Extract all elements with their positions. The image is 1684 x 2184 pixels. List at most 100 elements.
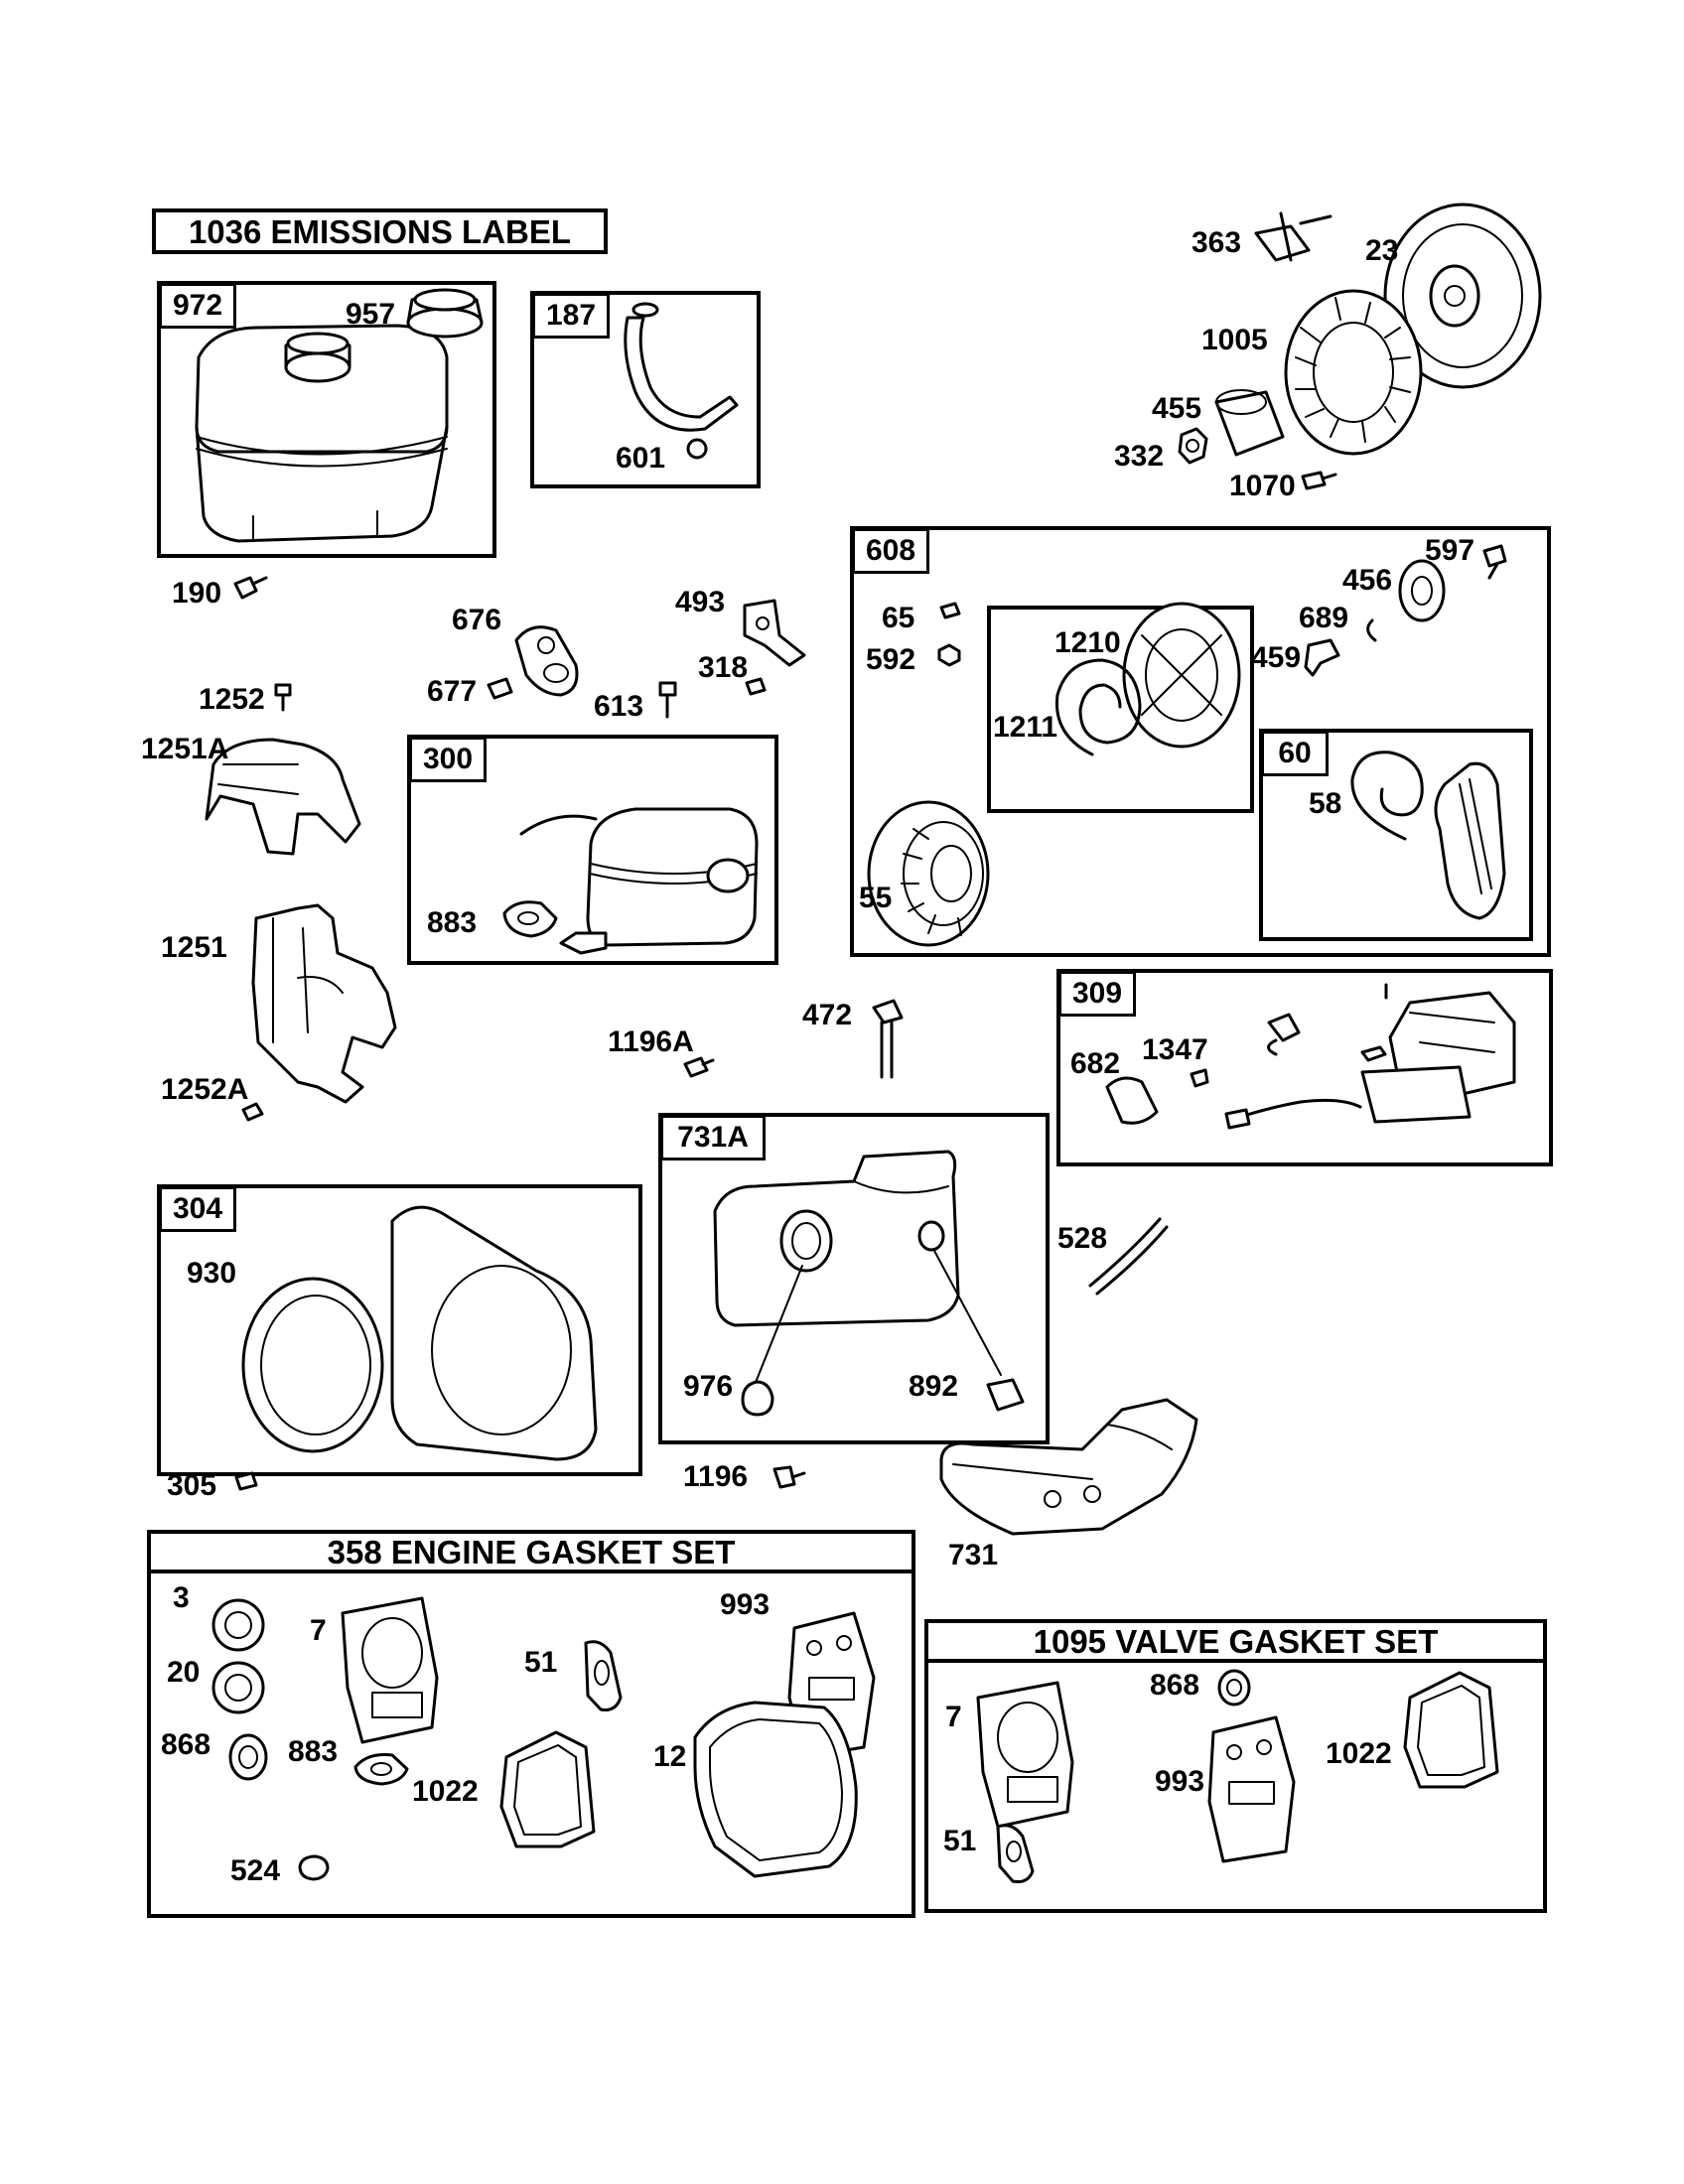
bracket-493-illustration xyxy=(743,599,806,667)
plug-524-illustration xyxy=(298,1854,330,1881)
engine-gasket-label-993: 993 xyxy=(720,1588,771,1621)
part-label-883: 883 xyxy=(427,906,478,939)
part-label-1005: 1005 xyxy=(1201,324,1268,356)
emissions-label-frame xyxy=(152,208,608,254)
part-label-676: 676 xyxy=(452,604,502,636)
screw-318-illustration xyxy=(745,677,767,696)
gasket-12-illustration xyxy=(693,1701,858,1878)
shroud-1251a-illustration xyxy=(205,738,361,856)
box-tag-60: 60 xyxy=(1261,731,1329,776)
part-label-957: 957 xyxy=(346,298,396,331)
box-300-frame xyxy=(407,735,778,965)
part-label-892: 892 xyxy=(909,1370,959,1403)
pulley-1210-illustration xyxy=(1122,602,1241,749)
fuel-tank-731a-illustration xyxy=(713,1150,1002,1386)
part-label-592: 592 xyxy=(866,643,916,676)
fuel-cap-957-illustration xyxy=(406,288,484,339)
valve-gasket-label-7: 7 xyxy=(945,1701,962,1733)
nut-332-illustration xyxy=(1178,427,1208,465)
box-tag-304: 304 xyxy=(159,1186,236,1232)
seal-868-valve-illustration xyxy=(1217,1669,1251,1706)
muffler-300-illustration xyxy=(519,807,759,955)
box-tag-972: 972 xyxy=(159,283,236,329)
engine-gasket-label-3: 3 xyxy=(173,1581,190,1614)
part-label-65: 65 xyxy=(882,602,915,634)
rectifier-309-illustration xyxy=(1224,983,1516,1130)
box-608-frame xyxy=(850,526,1551,957)
valve-gasket-set-frame xyxy=(924,1619,1547,1913)
cap-976-illustration xyxy=(741,1380,774,1417)
seal-20-illustration xyxy=(211,1661,265,1714)
box-1210-inner-frame xyxy=(987,606,1254,813)
screen-930-illustration xyxy=(241,1277,384,1453)
base-shroud-1251-illustration xyxy=(251,903,397,1104)
engine-gasket-label-524: 524 xyxy=(230,1854,281,1887)
fuel-tank-illustration xyxy=(195,324,449,543)
engine-gasket-label-20: 20 xyxy=(167,1656,201,1689)
part-label-456: 456 xyxy=(1342,564,1393,597)
part-label-689: 689 xyxy=(1299,602,1349,634)
part-label-459: 459 xyxy=(1251,641,1302,674)
gasket-7-engine-illustration xyxy=(341,1596,439,1744)
nut-592-illustration xyxy=(937,643,961,667)
engine-gasket-label-7: 7 xyxy=(310,1614,327,1647)
armature-363-illustration xyxy=(1254,211,1333,262)
valve-gasket-set-header: 1095 VALVE GASKET SET xyxy=(1033,1623,1439,1660)
part-label-1251: 1251 xyxy=(161,931,227,964)
part-label-1252: 1252 xyxy=(199,683,265,716)
part-label-305: 305 xyxy=(167,1469,217,1502)
gasket-883-muffler-illustration xyxy=(502,900,558,938)
part-label-318: 318 xyxy=(698,651,749,684)
guard-731-illustration xyxy=(939,1398,1198,1536)
gasket-7-valve-illustration xyxy=(976,1681,1074,1829)
fuel-line-illustration xyxy=(624,302,739,460)
emissions-label-header: 1036 EMISSIONS LABEL xyxy=(188,213,572,250)
cup-455-illustration xyxy=(1214,389,1285,457)
box-tag-731a: 731A xyxy=(660,1115,766,1160)
gasket-883-set-illustration xyxy=(353,1753,409,1786)
valve-gasket-label-868: 868 xyxy=(1150,1669,1200,1702)
box-60-frame xyxy=(1259,729,1533,941)
box-tag-608: 608 xyxy=(852,528,929,574)
part-label-455: 455 xyxy=(1152,392,1202,425)
flywheel-23-illustration xyxy=(1383,203,1542,389)
gasket-993-valve-illustration xyxy=(1207,1715,1296,1863)
part-label-1070: 1070 xyxy=(1229,470,1296,502)
engine-gasket-label-1022: 1022 xyxy=(412,1775,479,1808)
dog-459-illustration xyxy=(1304,638,1340,677)
ratchet-456-illustration xyxy=(1398,559,1446,622)
part-label-58: 58 xyxy=(1309,787,1342,820)
part-label-1252a: 1252A xyxy=(161,1073,249,1106)
gasket-51-valve-illustration xyxy=(996,1824,1035,1883)
part-label-731: 731 xyxy=(948,1539,999,1571)
part-label-1211: 1211 xyxy=(993,711,1058,744)
part-label-23: 23 xyxy=(1365,234,1399,267)
part-label-677: 677 xyxy=(427,675,478,708)
seal-868-illustration xyxy=(228,1733,268,1781)
valve-gasket-label-993: 993 xyxy=(1155,1765,1205,1798)
part-label-601: 601 xyxy=(616,442,666,475)
part-label-1251a: 1251A xyxy=(141,733,229,765)
part-label-1196: 1196 xyxy=(683,1460,749,1493)
part-label-55: 55 xyxy=(859,882,893,914)
engine-gasket-label-868: 868 xyxy=(161,1728,211,1761)
box-187-frame xyxy=(530,291,761,488)
part-label-1210: 1210 xyxy=(1054,626,1121,659)
part-label-1196a: 1196A xyxy=(608,1025,694,1058)
housing-55-illustration xyxy=(867,800,990,947)
valve-gasket-label-1022: 1022 xyxy=(1326,1737,1392,1770)
part-label-930: 930 xyxy=(187,1257,237,1290)
fan-1005-illustration xyxy=(1284,289,1423,456)
box-tag-300: 300 xyxy=(409,737,487,782)
spring-1211-illustration xyxy=(1054,658,1142,756)
screw-677-illustration xyxy=(487,677,513,700)
screw-1196-illustration xyxy=(772,1465,806,1489)
part-label-597: 597 xyxy=(1425,534,1475,567)
screw-190-illustration xyxy=(233,576,268,600)
screw-682-illustration xyxy=(1105,1076,1159,1125)
spring-689-illustration xyxy=(1366,618,1377,642)
spring-58-illustration xyxy=(1350,751,1424,841)
screw-1070-illustration xyxy=(1301,471,1337,490)
